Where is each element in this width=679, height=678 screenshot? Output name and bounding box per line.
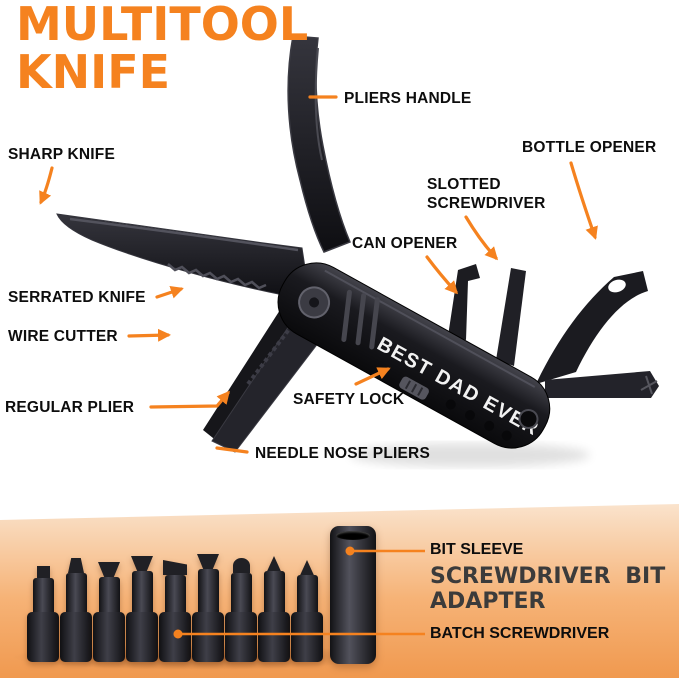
bit-base: [192, 612, 224, 662]
arrow-serrated-knife: [155, 285, 184, 299]
callout-needle-nose-pliers: NEEDLE NOSE PLIERS: [255, 445, 430, 462]
phillips-bit: [290, 560, 324, 662]
handle-hole: [445, 399, 456, 410]
bit-shaft: [296, 575, 318, 612]
bottle-opener-tool: [536, 271, 648, 384]
blade-spine-highlight: [69, 217, 299, 252]
bit-base: [258, 612, 290, 662]
bit-shaft: [32, 578, 54, 612]
title-line2: KNIFE: [16, 45, 171, 99]
bit-shaft: [230, 573, 252, 612]
bit-tip: [68, 558, 84, 573]
bottle-opener-hole: [608, 279, 626, 293]
bit-shaft: [65, 573, 87, 612]
blade-serration: [167, 263, 267, 290]
bit-base: [60, 612, 92, 662]
bit-tip: [232, 558, 250, 573]
phillips-tip-cross: [640, 375, 658, 395]
line-needle-nose-pliers: [215, 446, 249, 454]
plier-teeth: [246, 326, 292, 386]
pivot-screw-center: [309, 297, 320, 308]
bit-base: [27, 612, 59, 662]
handle-hole: [464, 410, 475, 421]
handle-top-highlight: [324, 269, 536, 388]
knife-shadow: [350, 443, 590, 467]
callout-arrows: [39, 95, 598, 454]
title-line1: MULTITOOL: [16, 0, 309, 51]
arrow-can-opener: [425, 255, 459, 295]
arrow-wire-cutter: [127, 328, 171, 342]
callout-can-opener: CAN OPENER: [352, 235, 458, 252]
safety-lock-ridges: [404, 380, 424, 396]
handle-hole: [484, 420, 495, 431]
bit-shaft: [164, 575, 186, 612]
arrow-sharp-knife: [39, 166, 54, 205]
callout-wire-cutter: WIRE CUTTER: [8, 328, 118, 345]
bit-tip: [98, 562, 120, 577]
callout-regular-plier: REGULAR PLIER: [5, 399, 135, 416]
label-screwdriver-bit-adapter: SCREWDRIVER BIT ADAPTER: [430, 564, 665, 614]
arrow-slotted-screwdriver: [464, 215, 499, 261]
callout-sharp-knife: SHARP KNIFE: [8, 146, 115, 163]
grip-lines: [341, 289, 380, 350]
bit-tip: [131, 556, 153, 571]
bit-base: [126, 612, 158, 662]
bit-tip: [197, 554, 219, 569]
arrow-safety-lock: [354, 367, 391, 386]
flat-bit: [191, 554, 225, 662]
adapter-line1: SCREWDRIVER BIT: [430, 564, 666, 589]
callout-bottle-opener: BOTTLE OPENER: [522, 139, 657, 156]
bottom-connectors: [173, 546, 425, 639]
phillips-screwdriver-tool: [545, 371, 659, 398]
bit-base: [291, 612, 323, 662]
bit-shaft: [197, 569, 219, 612]
adapter-line2: ADAPTER: [430, 589, 546, 614]
arrow-bottle-opener: [569, 161, 598, 240]
sharp-knife-blade: [56, 213, 311, 301]
torx-bit: [224, 558, 258, 662]
bit-set: [0, 500, 679, 678]
lanyard-hole: [518, 408, 539, 429]
flat-bit: [92, 562, 126, 662]
handle-hole: [501, 430, 512, 441]
callout-safety-lock: SAFETY LOCK: [293, 391, 405, 408]
bit-tip: [163, 560, 187, 575]
slotted-screwdriver-tool: [496, 268, 526, 366]
label-batch-screwdriver: BATCH SCREWDRIVER: [430, 625, 610, 642]
bit-base: [93, 612, 125, 662]
can-opener-tool: [448, 264, 480, 340]
bit-tip: [36, 566, 50, 578]
page-title: MULTITOOL KNIFE: [16, 0, 308, 96]
bit-shaft: [131, 571, 153, 612]
callout-slotted-screwdriver: SLOTTED SCREWDRIVER: [427, 175, 545, 213]
hex-bit: [59, 558, 93, 662]
square-bit: [26, 566, 60, 662]
label-bit-sleeve: BIT SLEEVE: [430, 541, 524, 558]
callout-serrated-knife: SERRATED KNIFE: [8, 289, 146, 306]
bit-shaft: [98, 577, 120, 612]
arrow-regular-plier: [149, 390, 230, 409]
pliers-handle-edge-highlight: [314, 47, 323, 161]
callout-slotted-line1: SLOTTED: [427, 176, 501, 193]
bit-shaft: [263, 571, 285, 612]
callout-pliers-handle: PLIERS HANDLE: [344, 90, 472, 107]
phillips-bit: [257, 556, 291, 662]
flat-bit: [125, 556, 159, 662]
multitool-illustration: BEST DAD EVER: [56, 35, 659, 467]
bit-base: [225, 612, 257, 662]
callout-slotted-line2: SCREWDRIVER: [427, 195, 546, 212]
